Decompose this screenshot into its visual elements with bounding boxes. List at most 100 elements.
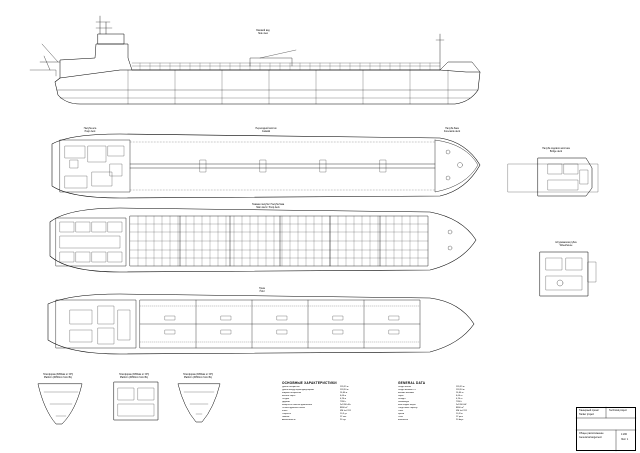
particular-key: Endurance <box>398 419 409 421</box>
particular-value: 2x1200 кВт <box>340 404 351 406</box>
particular-row: Length overall 139,95 m <box>398 386 478 389</box>
sheet-name-ru: Общее расположение <box>579 432 604 435</box>
particular-key: Длина между перпендикулярами <box>282 389 314 391</box>
particular-value: 6,00 м <box>340 395 347 397</box>
particular-row: Длина габаритная 139,95 м <box>282 386 362 389</box>
particular-row: Скорость 10,5 уз <box>282 413 362 416</box>
project-ru: Танкерный проект <box>579 409 600 412</box>
title-block: Танкерный проект Technical project Tanke… <box>576 407 636 451</box>
particular-row: Endurance 20 days <box>398 419 478 422</box>
particular-row: Класс KM Ice2 R1 <box>282 410 362 413</box>
particular-value: 16,60 м <box>340 392 348 394</box>
bridge-deck-plan <box>507 157 599 197</box>
particular-row: Длина между перпендикулярами 133,90 м <box>282 389 362 392</box>
particular-row: Объём грузовых танков 8800 м³ <box>282 407 362 410</box>
particular-row: Автономность 20 сут <box>282 419 362 422</box>
particular-key: Длина габаритная <box>282 386 300 388</box>
particular-key: Экипаж <box>282 416 290 418</box>
scale: 1:200 <box>621 433 627 436</box>
particular-key: Дедвейт <box>282 401 291 403</box>
particular-value: 4,20 м <box>340 398 347 400</box>
particular-key: Length between PP <box>398 389 417 391</box>
particular-value: 7280 t <box>456 401 462 403</box>
particular-value: 7280 т <box>340 401 347 403</box>
particular-value: KM Ice2 R1 <box>456 410 467 412</box>
particular-key: Скорость <box>282 413 291 415</box>
wheelhouse-plan <box>539 251 597 297</box>
sheet-name-en: General arrangement <box>579 436 602 439</box>
particular-row: Speed 10,5 kn <box>398 413 478 416</box>
particular-key: Speed <box>398 413 405 415</box>
particular-row: Ширина габаритная 16,60 м <box>282 392 362 395</box>
hold-plan <box>47 293 475 355</box>
particular-value: 4,20 m <box>456 398 463 400</box>
particular-value: 139,95 м <box>340 386 349 388</box>
particular-value: 6,00 m <box>456 395 463 397</box>
particular-key: Мощность главных двигателей <box>282 404 312 406</box>
particular-key: Осадка <box>282 398 290 400</box>
particular-row: Дедвейт 7280 т <box>282 401 362 404</box>
particular-value: 12 чел <box>340 416 347 418</box>
particular-row: Crew 12 pers <box>398 416 478 419</box>
particular-key: Автономность <box>282 419 296 421</box>
platform-sections <box>37 381 221 425</box>
particular-row: Deadweight 7280 t <box>398 401 478 404</box>
upper-deck-plan <box>51 133 481 199</box>
particular-value: 10,5 уз <box>340 413 347 415</box>
particular-row: Cargo tanks capacity 8800 m³ <box>398 407 478 410</box>
particular-key: Breadth moulded <box>398 392 414 394</box>
particular-key: Класс <box>282 410 288 412</box>
particular-value: 12 pers <box>456 416 463 418</box>
particular-value: 8800 м³ <box>340 407 348 409</box>
particular-value: 16,60 m <box>456 392 464 394</box>
particular-key: Main engine output <box>398 404 416 406</box>
particular-row: Depth 6,00 m <box>398 395 478 398</box>
particular-key: Объём грузовых танков <box>282 407 305 409</box>
particular-key: Deadweight <box>398 401 409 403</box>
particular-key: Draught <box>398 398 406 400</box>
main-deck-plan <box>49 207 477 273</box>
platform-title-1: Платформа (6050мм от ОП)Platform (6050mm… <box>43 374 73 379</box>
particular-key: Cargo tanks capacity <box>398 407 418 409</box>
particular-value: 2x1200 kW <box>456 404 467 406</box>
particular-key: Высота борта <box>282 395 296 397</box>
particular-value: KM Ice2 R1 <box>340 410 351 412</box>
particular-row: Main engine output 2x1200 kW <box>398 404 478 407</box>
particular-row: Высота борта 6,00 м <box>282 395 362 398</box>
particular-key: Crew <box>398 416 403 418</box>
particular-value: 20 сут <box>340 419 346 421</box>
project-stage: Technical project <box>609 409 627 412</box>
particular-row: Length between PP 133,90 m <box>398 389 478 392</box>
particular-row: Осадка 4,20 м <box>282 398 362 401</box>
project-en: Tanker project <box>579 413 595 416</box>
particular-row: Экипаж 12 чел <box>282 416 362 419</box>
particular-value: 133,90 m <box>456 389 465 391</box>
particular-value: 133,90 м <box>340 389 349 391</box>
particular-row: Draught 4,20 m <box>398 398 478 401</box>
particular-row: Breadth moulded 16,60 m <box>398 392 478 395</box>
particular-value: 10,5 kn <box>456 413 463 415</box>
particular-value: 20 days <box>456 419 464 421</box>
platform-title-2: Платформа (3050мм от ОП)Platform (3050mm… <box>119 374 149 379</box>
particular-value: 139,95 m <box>456 386 465 388</box>
particulars-ru: ОСНОВНЫЕ ХАРАКТЕРИСТИКИ Длина габаритная… <box>282 381 362 422</box>
particular-key: Ширина габаритная <box>282 392 302 394</box>
particular-key: Length overall <box>398 386 412 388</box>
particular-row: Мощность главных двигателей 2x1200 кВт <box>282 404 362 407</box>
particular-key: Depth <box>398 395 404 397</box>
sheet-number: Лист 1 <box>621 438 629 441</box>
profile-view <box>29 15 481 105</box>
platform-title-3: Платформа (3050мм от ОП)Platform (3050mm… <box>183 374 213 379</box>
particular-value: 8800 m³ <box>456 407 464 409</box>
